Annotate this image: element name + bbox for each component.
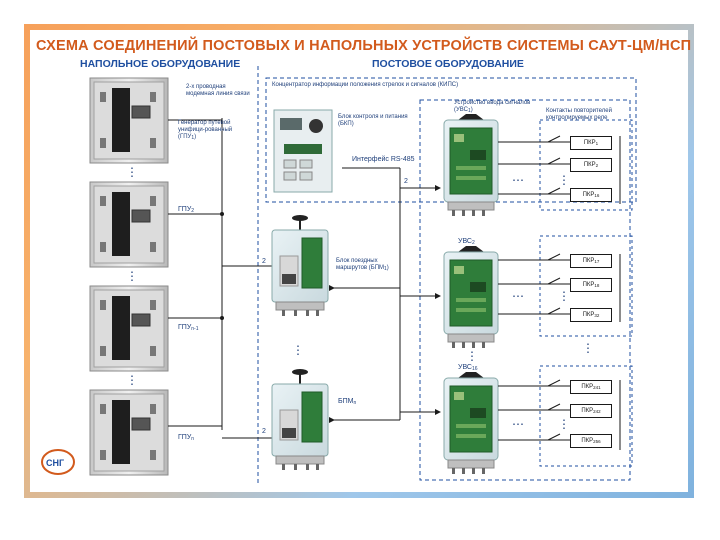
relay-box: ПКР32: [570, 308, 612, 322]
relay-label: ПКР: [582, 282, 595, 288]
gpu2-label: ГПУ2: [178, 206, 195, 214]
relay-box: ПКР256: [570, 434, 612, 448]
relay-label: ПКР: [582, 258, 595, 264]
interface-label: Интерфейс RS-485: [352, 156, 415, 163]
bkp-label: Блок контроля и питания (БКП): [338, 114, 408, 127]
svg-text:⋯: ⋯: [512, 417, 524, 431]
concentrator-label: Концентратор информации положения стрело…: [272, 82, 459, 88]
relay-box: ПКР241: [570, 380, 612, 394]
section-post-title: ПОСТОВОЕ ОБОРУДОВАНИЕ: [372, 58, 524, 70]
svg-text:⋮: ⋮: [558, 173, 570, 187]
relay-box: ПКР16: [570, 188, 612, 202]
relay-box: ПКР1: [570, 136, 612, 150]
relay-index: 256: [593, 439, 601, 444]
ubs16-label: УВС16: [458, 364, 478, 372]
relay-index: 241: [593, 385, 601, 390]
svg-text:⋮: ⋮: [292, 343, 304, 357]
ubs1-label: Устройство ввода сигналов (УВС1): [454, 100, 531, 114]
wire-count-2: 2: [262, 428, 266, 435]
gpu-n-label: ГПУn: [178, 434, 195, 442]
svg-text:⋮: ⋮: [558, 417, 570, 431]
relay-box: ПКР242: [570, 404, 612, 418]
wire-count-3: 2: [404, 178, 408, 185]
relay-label: ПКР: [582, 312, 595, 318]
relay-label: ПКР: [582, 192, 595, 198]
relay-label: ПКР: [581, 384, 594, 390]
relay-index: 17: [594, 259, 600, 264]
ubs2-label: УВС2: [458, 238, 475, 246]
svg-text:⋯: ⋯: [512, 289, 524, 303]
relay-box: ПКР2: [570, 158, 612, 172]
section-field-title: НАПОЛЬНОЕ ОБОРУДОВАНИЕ: [80, 58, 241, 70]
svg-text:⋮: ⋮: [126, 269, 138, 283]
relay-index: 2: [595, 163, 599, 168]
svg-text:⋮: ⋮: [466, 349, 478, 363]
relay-label: ПКР: [583, 140, 596, 146]
generator-label: Генератор путевой унифици-рованный (ГПУ1…: [178, 120, 233, 141]
relay-box: ПКР17: [570, 254, 612, 268]
logo: СНГ: [46, 458, 64, 468]
relay-contacts-label: Контакты повторителей контролируемых рел…: [546, 108, 612, 121]
svg-text:⋮: ⋮: [126, 373, 138, 387]
relay-index: 1: [595, 141, 599, 146]
relay-box: ПКР18: [570, 278, 612, 292]
relay-label: ПКР: [581, 408, 594, 414]
bpm1-label: Блок поездных маршрутов (БПМ1): [336, 258, 389, 272]
svg-text:⋮: ⋮: [582, 341, 594, 355]
svg-text:⋮: ⋮: [126, 165, 138, 179]
relay-index: 18: [594, 283, 600, 288]
svg-text:⋮: ⋮: [558, 289, 570, 303]
svg-text:⋯: ⋯: [512, 173, 524, 187]
comm-line-label: 2-х проводная модемная линия связи: [186, 84, 250, 97]
relay-index: 242: [593, 409, 601, 414]
gpu-n1-label: ГПУn-1: [178, 324, 199, 332]
relay-label: ПКР: [583, 162, 596, 168]
bpm-n-label: БПМn: [338, 398, 357, 406]
diagram-title: СХЕМА СОЕДИНЕНИЙ ПОСТОВЫХ И НАПОЛЬНЫХ УС…: [36, 38, 692, 54]
relay-index: 16: [594, 193, 600, 198]
relay-index: 32: [594, 313, 600, 318]
wire-count-1: 2: [262, 258, 266, 265]
relay-label: ПКР: [581, 438, 594, 444]
